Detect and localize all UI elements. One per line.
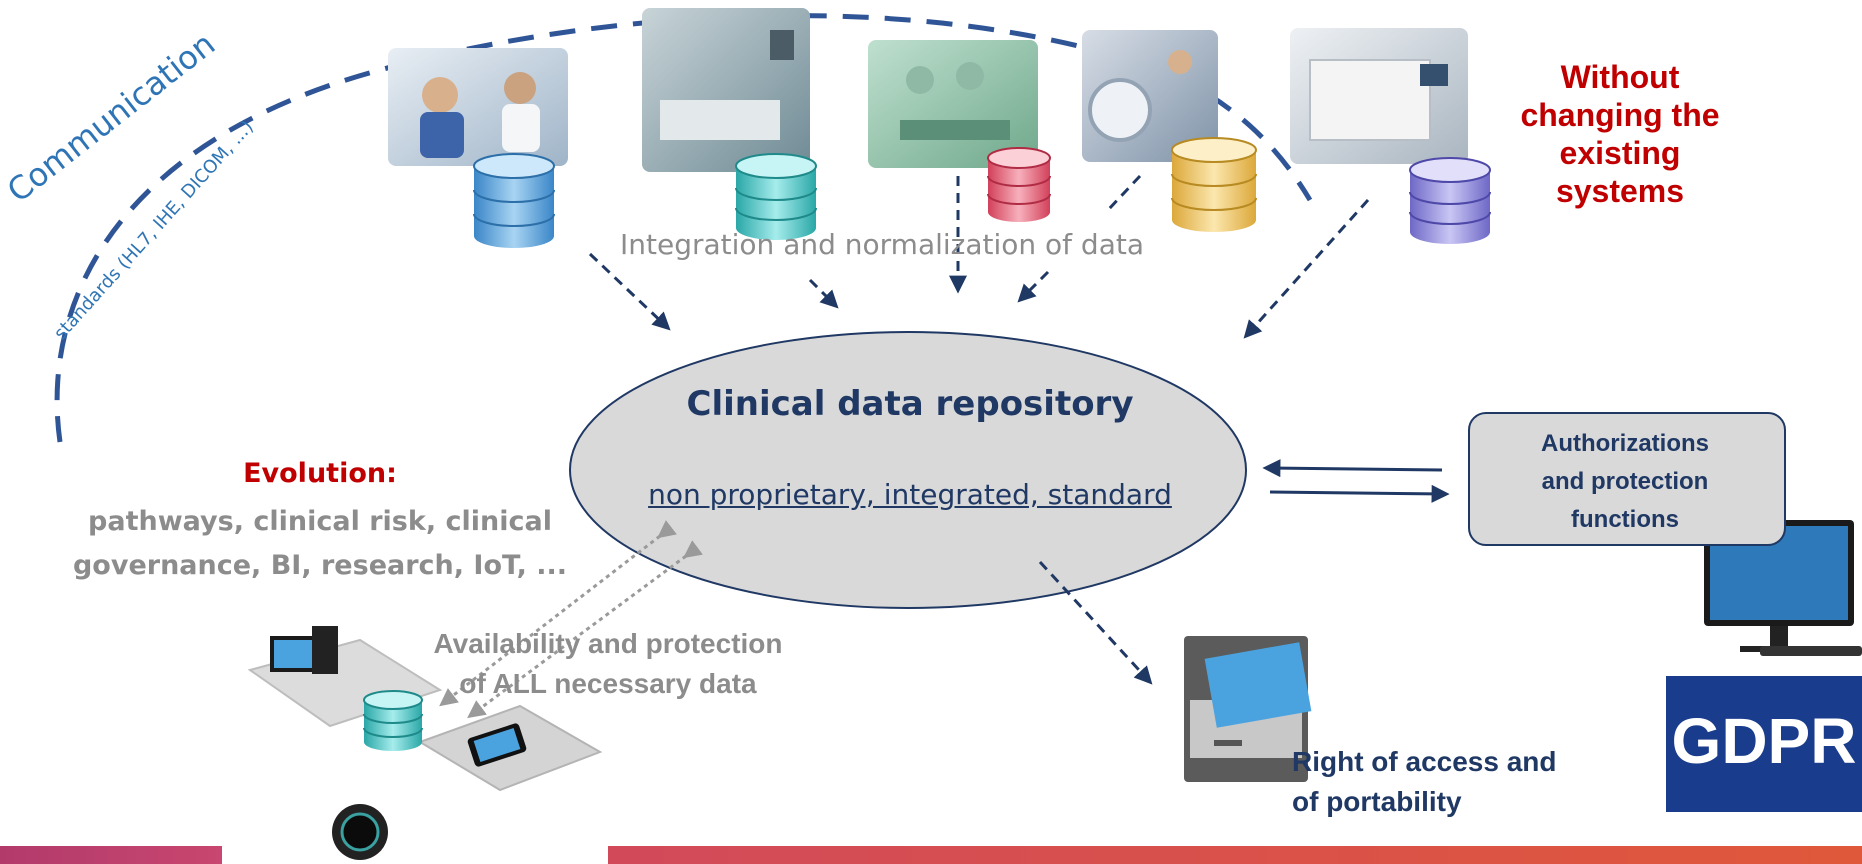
database-icon	[735, 153, 817, 240]
photo-ct-scan	[1082, 30, 1218, 162]
authorization-line: Authorizations	[1541, 430, 1709, 457]
rights-line: Right of access and	[1292, 746, 1557, 777]
integration-label: Integration and normalization of data	[620, 228, 1145, 261]
availability-line: Availability and protection	[433, 628, 783, 659]
authorization-line: and protection	[1541, 468, 1709, 495]
authorization-box	[1468, 412, 1786, 546]
repository-subtitle: non proprietary, integrated, standard	[648, 478, 1172, 511]
note-line: changing the	[1520, 97, 1720, 133]
integration-arrows	[588, 174, 1370, 339]
rights-label: Right of access and of portability	[1292, 742, 1557, 822]
photo-doctor-consultation	[388, 48, 568, 166]
evolution-title: Evolution:	[243, 458, 397, 489]
evolution-line: pathways, clinical risk, clinical	[88, 506, 552, 537]
availability-line: of ALL necessary data	[459, 668, 757, 699]
note-line: Without	[1560, 59, 1680, 95]
archive-drawer-icon	[1184, 636, 1312, 782]
gdpr-logo-text: GDPR	[1671, 705, 1857, 777]
evolution-line: governance, BI, research, IoT, ...	[72, 550, 568, 581]
without-changing-note: Without changing the existing systems	[1520, 58, 1720, 210]
database-icon	[1171, 137, 1257, 232]
note-line: existing	[1559, 135, 1681, 171]
repository-title: Clinical data repository	[686, 384, 1134, 424]
database-icon	[363, 690, 423, 751]
authorization-text: Authorizations and protection functions	[1478, 425, 1772, 539]
photo-surgery	[868, 40, 1038, 168]
photo-icu-room	[642, 8, 810, 172]
footer-bar-right	[608, 846, 1862, 864]
gdpr-logo: GDPR	[1666, 676, 1862, 812]
footer-bar-left	[0, 846, 222, 864]
database-icon	[473, 153, 555, 248]
database-icon	[987, 147, 1051, 222]
rights-line: of portability	[1292, 786, 1462, 817]
photo-lab-analyzer	[1290, 28, 1468, 164]
evolution-text: pathways, clinical risk, clinical govern…	[40, 500, 600, 588]
repository-ellipse	[569, 331, 1247, 609]
availability-label: Availability and protection of ALL neces…	[408, 624, 808, 704]
availability-arrows	[439, 520, 703, 719]
note-line: systems	[1555, 173, 1685, 209]
database-icon	[1409, 157, 1491, 244]
authorization-line: functions	[1571, 506, 1679, 533]
